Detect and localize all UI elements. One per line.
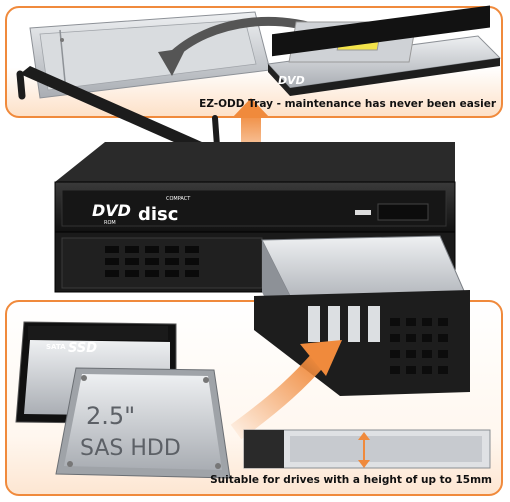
sas-hdd-drive — [55, 367, 231, 479]
drive-height-view — [243, 429, 491, 469]
hdd-size-label: 2.5" — [86, 402, 135, 430]
removable-drive-tray — [254, 235, 470, 396]
odd-dvd-logo: DVD — [278, 74, 305, 87]
enclosure-compact-logo: COMPACT — [166, 196, 191, 202]
ssd-sata-label: SATA — [46, 343, 66, 351]
mobile-rack-enclosure — [54, 142, 456, 293]
ssd-type-label: SSD — [68, 341, 97, 356]
bottom-caption: Suitable for drives with a height of up … — [210, 474, 492, 486]
top-caption: EZ-ODD Tray - maintenance has never been… — [199, 98, 496, 110]
enclosure-rom-logo: ROM — [104, 220, 116, 226]
enclosure-dvd-logo: DVD — [92, 201, 131, 220]
hdd-type-label: SAS HDD — [80, 436, 181, 461]
removal-arrow-head — [158, 48, 186, 76]
drive-insert-arrow-head — [300, 340, 342, 376]
enclosure-disc-logo: disc — [138, 204, 178, 225]
slim-optical-drive — [266, 5, 502, 96]
drive-insert-arrow — [230, 353, 325, 440]
insert-arrow-head — [232, 98, 270, 118]
